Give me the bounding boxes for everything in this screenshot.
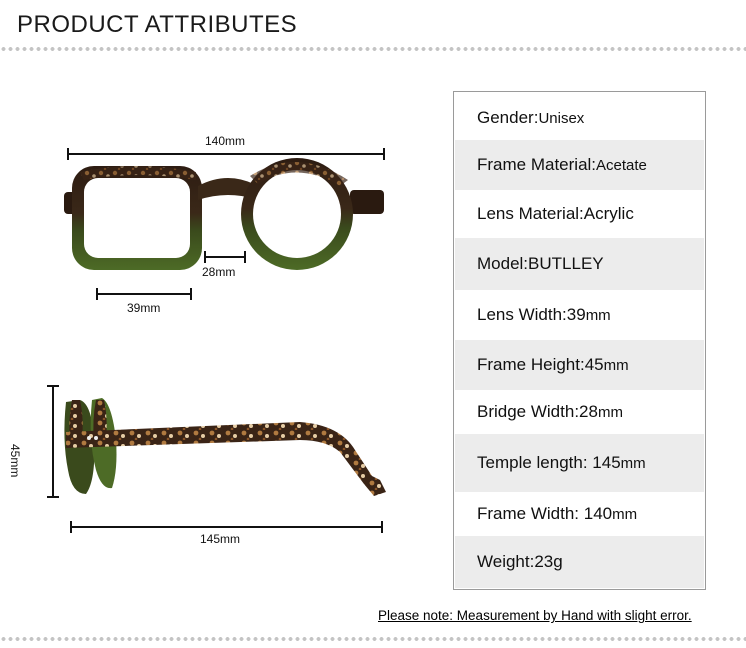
glasses-front-view bbox=[64, 148, 385, 300]
temple-arm bbox=[66, 422, 386, 496]
bridge bbox=[198, 178, 258, 200]
spec-row-frame-material: Frame Material: Acetate bbox=[455, 140, 704, 190]
right-hinge bbox=[350, 190, 384, 214]
total-width-label: 140mm bbox=[205, 134, 246, 148]
height-label: 45mm bbox=[8, 444, 22, 478]
total-width-dimension bbox=[67, 148, 385, 160]
measurement-note: Please note: Measurement by Hand with sl… bbox=[378, 608, 692, 623]
height-dimension bbox=[47, 385, 59, 498]
spec-row-gender: Gender: Unisex bbox=[477, 108, 585, 127]
temple-length-dimension bbox=[70, 521, 383, 533]
spec-row-weight: Weight:23g bbox=[455, 536, 704, 588]
round-lens bbox=[253, 170, 341, 258]
spec-row-lens-material: Lens Material:Acrylic bbox=[477, 204, 634, 223]
glasses-side-view bbox=[47, 385, 386, 533]
bridge-label: 28mm bbox=[202, 265, 236, 279]
spec-row-model: Model: BUTLLEY bbox=[455, 238, 704, 290]
page-title: PRODUCT ATTRIBUTES bbox=[17, 11, 298, 38]
dotted-divider-top bbox=[0, 46, 746, 52]
bridge-dimension bbox=[204, 251, 246, 263]
spec-table: Gender: Unisex Frame Material: Acetate L… bbox=[453, 91, 706, 590]
lens-width-dimension bbox=[96, 288, 192, 300]
lens-width-label: 39mm bbox=[127, 301, 161, 315]
temple-length-label: 145mm bbox=[200, 532, 241, 546]
dotted-divider-bottom bbox=[0, 636, 746, 642]
square-lens bbox=[84, 178, 190, 258]
